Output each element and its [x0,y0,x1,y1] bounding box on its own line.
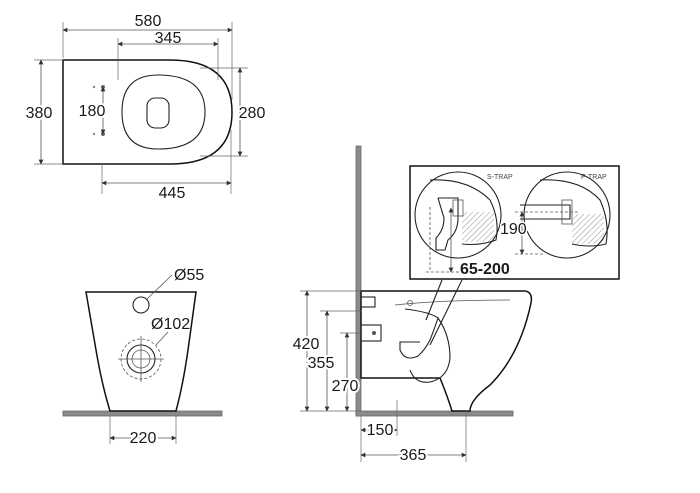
dim-bolt-spacing: 180 [79,103,106,120]
side-rim-line [394,299,511,306]
side-trap [409,317,451,383]
dim-bracket-height: 270 [332,378,359,395]
plan-bolt-hole-top-2 [92,85,96,89]
front-view: Ø55 Ø102 220 [62,267,223,449]
dim-inlet-diameter: Ø55 [174,267,204,284]
dim-base-width: 220 [130,430,157,447]
s-trap-bowl [429,179,498,246]
dim-overall-length: 580 [135,13,162,30]
side-inlet-hole [407,300,413,306]
side-view: 420 355 270 150 365 [291,145,533,466]
p-trap-bowl [539,179,608,247]
plan-view: 580 345 380 280 180 445 [24,13,268,204]
trap-detail-box: S-TRAP P-TRAP 190 65-200 [409,165,620,280]
detail-leader-line-2 [425,279,443,321]
s-trap-circle [414,171,502,259]
dim-inner-length: 345 [155,30,182,47]
dim-outlet-diameter: Ø102 [151,316,190,333]
plan-seat-opening [121,74,206,150]
dim-wall-to-front: 365 [400,447,427,464]
s-trap-pipe [435,197,459,251]
front-inlet-circle [132,296,150,314]
side-floor [355,410,514,417]
dim-rim-width: 280 [239,105,266,122]
p-trap-water [572,214,604,244]
p-trap-label: P-TRAP [581,174,607,181]
detail-leader-line [429,279,463,346]
dim-overall-width: 380 [26,105,53,122]
plan-bolt-hole-bottom-2 [92,132,96,136]
dim-inlet-height: 420 [293,336,320,353]
dim-s-trap-range: 65-200 [460,261,510,278]
dim-base-length: 445 [159,185,186,202]
dim-p-trap-height: 190 [500,221,527,238]
side-bracket-bolt [372,331,376,335]
side-bowl-inner [399,308,439,359]
dim-outlet-height: 355 [308,355,335,372]
side-bowl-outline [360,290,533,412]
s-trap-label: S-TRAP [487,174,513,181]
side-inlet-pipe [360,296,376,308]
s-trap-water [462,212,494,242]
plan-outlet [146,97,170,129]
dim-wall-to-outlet: 150 [367,422,394,439]
